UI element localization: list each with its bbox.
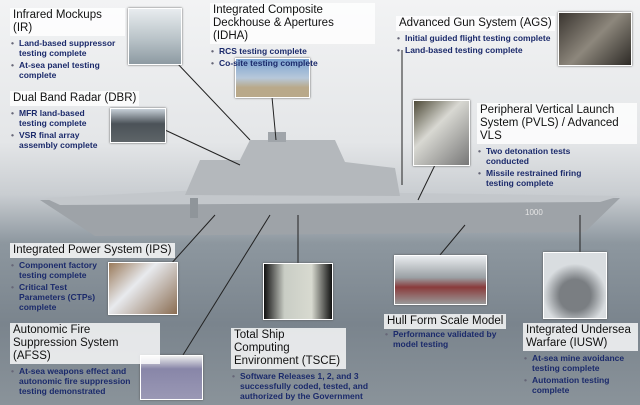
hull-model-photo [394, 255, 487, 305]
afss-title: Autonomic Fire Suppression System (AFSS) [10, 323, 160, 364]
iusw-photo [543, 252, 607, 319]
pvls-title: Peripheral Vertical Launch System (PVLS)… [477, 103, 637, 144]
idha-bullet: Co-site testing complete [210, 58, 375, 68]
dbr-bullet: VSR final array assembly complete [10, 130, 110, 150]
leader-lines [164, 50, 581, 356]
idha-section: Integrated Composite Deckhouse & Apertur… [210, 3, 375, 70]
ips-bullet: Critical Test Parameters (CTPs) complete [10, 282, 108, 312]
hull-title: Hull Form Scale Model [384, 314, 507, 329]
tsce-photo [263, 263, 333, 320]
dbr-title: Dual Band Radar (DBR) [10, 91, 140, 106]
ags-bullet: Land-based testing complete [396, 45, 556, 55]
hull-section: Hull Form Scale Model Performance valida… [384, 311, 509, 351]
afss-section: Autonomic Fire Suppression System (AFSS)… [10, 323, 160, 398]
dbr-bullet: MFR land-based testing complete [10, 108, 110, 128]
iusw-bullet: Automation testing complete [523, 375, 638, 395]
ir-bullet: Land-based suppressor testing complete [10, 38, 125, 58]
ips-title: Integrated Power System (IPS) [10, 243, 175, 258]
ags-bullet: Initial guided flight testing complete [396, 33, 556, 43]
iusw-section: Integrated Undersea Warfare (IUSW) At-se… [523, 323, 638, 397]
ags-title: Advanced Gun System (AGS) [396, 16, 555, 31]
ir-section: Infrared Mockups (IR) Land-based suppres… [10, 8, 125, 82]
ship-mast [268, 132, 286, 142]
iusw-title: Integrated Undersea Warfare (IUSW) [523, 323, 638, 351]
tsce-section: Total Ship Computing Environment (TSCE) … [231, 328, 381, 403]
ir-photo [128, 8, 182, 65]
ips-photo [108, 262, 178, 315]
ir-title: Infrared Mockups (IR) [10, 8, 125, 36]
ship-hull [40, 198, 620, 236]
ship-deckhouse [185, 140, 400, 196]
tsce-title: Total Ship Computing Environment (TSCE) [231, 328, 346, 369]
afss-bullet: At-sea weapons effect and autonomic fire… [10, 366, 138, 396]
hull-bullet: Performance validated by model testing [384, 329, 509, 349]
ags-photo [558, 12, 632, 66]
ags-section: Advanced Gun System (AGS) Initial guided… [396, 13, 556, 57]
pvls-bullet: Missile restrained firing testing comple… [477, 168, 602, 188]
pvls-photo [413, 100, 470, 166]
idha-title: Integrated Composite Deckhouse & Apertur… [210, 3, 375, 44]
hull-number: 1000 [525, 208, 543, 217]
ir-bullet: At-sea panel testing complete [10, 60, 125, 80]
dbr-section: Dual Band Radar (DBR) MFR land-based tes… [10, 88, 140, 152]
pvls-section: Peripheral Vertical Launch System (PVLS)… [477, 103, 637, 190]
ips-section: Integrated Power System (IPS) Component … [10, 240, 175, 314]
dbr-photo [110, 108, 166, 143]
pvls-bullet: Two detonation tests conducted [477, 146, 602, 166]
iusw-bullet: At-sea mine avoidance testing complete [523, 353, 638, 373]
idha-bullet: RCS testing complete [210, 46, 375, 56]
tsce-bullet: Software Releases 1, 2, and 3 successful… [231, 371, 381, 401]
ips-bullet: Component factory testing complete [10, 260, 108, 280]
